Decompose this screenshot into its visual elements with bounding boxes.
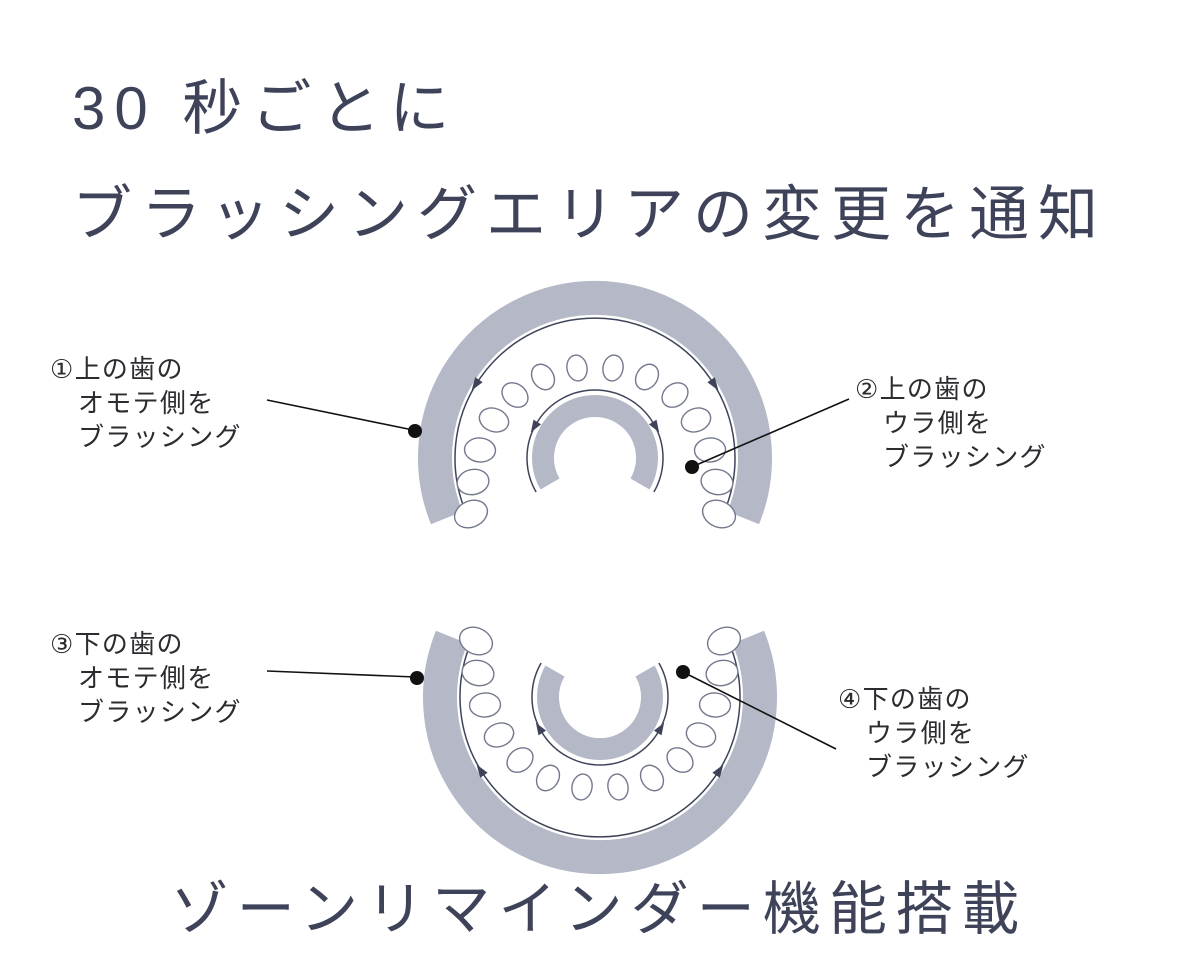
upper-teeth-diagram <box>435 298 755 533</box>
lower-teeth-diagram <box>440 622 760 857</box>
annotation-text: ④下の歯の <box>838 684 972 714</box>
annotation-text: ブラッシング <box>78 697 242 727</box>
annotation-text: ①上の歯の <box>50 354 184 384</box>
annotation-lower-back: ④下の歯の ウラ側を ブラッシング <box>838 682 1030 784</box>
annotation-text: ②上の歯の <box>855 374 989 404</box>
annotation-upper-back: ②上の歯の ウラ側を ブラッシング <box>855 372 1047 474</box>
pointer-lower-front <box>266 670 424 685</box>
annotation-text: ブラッシング <box>866 752 1030 782</box>
pointer-upper-front <box>266 399 422 438</box>
footer-title: ゾーンリマインダー機能搭載 <box>170 877 1028 942</box>
dot-lower-back <box>676 665 690 679</box>
annotation-text: ブラッシング <box>883 442 1047 472</box>
annotation-text: ウラ側を <box>866 718 976 748</box>
annotation-text: ウラ側を <box>883 408 993 438</box>
annotation-text: ③下の歯の <box>50 629 184 659</box>
pointer-upper-back <box>685 398 850 474</box>
annotation-lower-front: ③下の歯の オモテ側を ブラッシング <box>50 627 242 729</box>
dot-upper-back <box>685 460 699 474</box>
title-line-2: ブラッシングエリアの変更を通知 <box>72 181 1107 248</box>
dot-upper-front <box>408 424 422 438</box>
annotation-text: ブラッシング <box>78 422 242 452</box>
pointer-lower-back <box>676 665 837 750</box>
title-line-1: 30 秒ごとに <box>72 75 459 142</box>
dot-lower-front <box>410 671 424 685</box>
annotation-text: オモテ側を <box>78 388 215 418</box>
annotation-text: オモテ側を <box>78 663 215 693</box>
annotation-upper-front: ①上の歯の オモテ側を ブラッシング <box>50 352 242 454</box>
